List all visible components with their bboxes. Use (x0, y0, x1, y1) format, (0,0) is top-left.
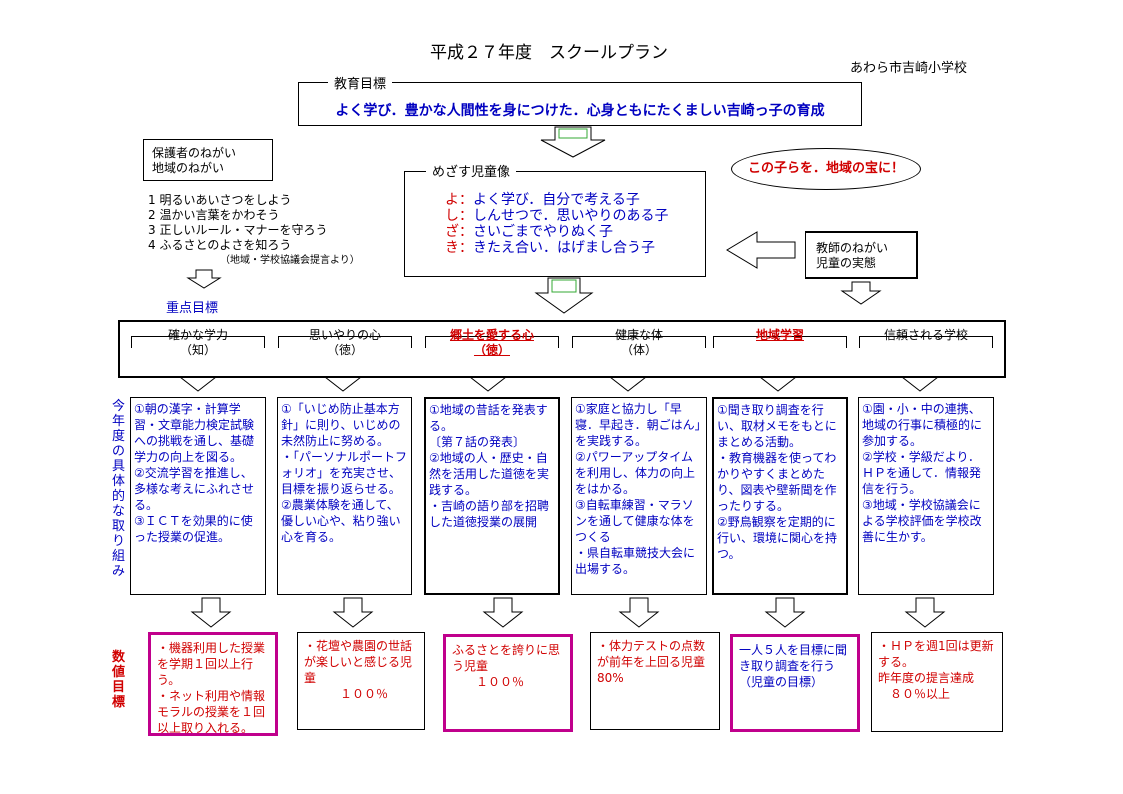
initiative-academic: ①朝の漢字・計算学習・文章能力検定試験への挑戦を通し、基礎学力の向上を図る。 ②… (130, 397, 266, 595)
initiative-local-study: ①聞き取り調査を行い、取材メモをもとにまとめる活動。 ・教育機器を使ってわかりや… (712, 397, 848, 595)
education-goal-label: 教育目標 (328, 73, 393, 92)
category-local-study: 地域学習 (755, 328, 804, 342)
slogan-oval: この子らを．地域の宝に！ (731, 148, 921, 190)
initiative-trusted-school: ①園・小・中の連携、地域の行事に積極的に参加する。 ②学校・学級だより．ＨＰを通… (858, 397, 994, 595)
numeric-target-trusted-school: ・ＨＰを週1回は更新する。 昨年度の提言達成 ８０％以上 (871, 632, 1003, 732)
ideal-child-list: よ：よく学び．自分で考える子 し：しんせつで．思いやりのある子 ざ：さいごまでや… (445, 192, 668, 256)
side-label-numeric: 数値目標 (111, 650, 125, 710)
list-item: 4 ふるさとのよさを知ろう (148, 238, 292, 252)
category-bracket (278, 336, 412, 348)
list-item: ざ：さいごまでやりぬく子 (445, 224, 613, 240)
numeric-target-compassion: ・花壇や農園の世話が楽しいと感じる児童 １００％ (297, 632, 425, 730)
teacher-wishes-box: 教師のねがい 児童の実態 (805, 231, 918, 279)
priority-goals-box (118, 320, 1006, 378)
list-item: し：しんせつで．思いやりのある子 (445, 208, 669, 224)
category-bracket (131, 336, 265, 348)
list-item: 3 正しいルール・マナーを守ろう (148, 223, 328, 237)
category-bracket (572, 336, 706, 348)
guardian-wishes-box: 保護者のねがい 地域のねがい (143, 139, 273, 181)
ideal-child-label: めざす児童像 (426, 161, 517, 180)
list-item: 1 明るいあいさつをしよう (148, 193, 292, 207)
initiative-hometown: ①地域の昔話を発表する。 〔第７話の発表〕 ②地域の人・歴史・自然を活用した道徳… (424, 397, 560, 595)
list-item: き：きたえ合い．はげまし合う子 (445, 240, 655, 256)
numeric-target-academic: ・機器利用した授業を学期１回以上行う。 ・ネット利用や情報モラルの授業を１回以上… (148, 632, 278, 736)
priority-label: 重点目標 (166, 301, 219, 316)
school-name: あわら市吉崎小学校 (850, 61, 968, 76)
education-goal-box: よく学び．豊かな人間性を身につけた．心身ともにたくましい吉崎っ子の育成 (298, 82, 862, 126)
page-title: 平成２７年度 スクールプラン (430, 43, 668, 63)
guardian-wishes-title: 保護者のねがい 地域のねがい (152, 146, 237, 175)
category-hometown: 郷土を愛する心 （徳） (449, 328, 534, 357)
category-compassion: 思いやりの心 （徳） (308, 328, 381, 357)
category-trusted-school: 信頼される学校 (883, 328, 968, 342)
teacher-wishes-text: 教師のねがい 児童の実態 (816, 241, 889, 270)
side-label-concrete: 今年度の具体的な取り組み (111, 399, 125, 579)
category-bracket (425, 336, 559, 348)
guardian-note: （地域・学校協議会提言より） (220, 255, 360, 266)
numeric-target-health: ・体力テストの点数が前年を上回る児童80% (590, 632, 720, 730)
numeric-target-hometown: ふるさとを誇りに思う児童 １００％ (443, 634, 573, 732)
category-bracket (713, 336, 847, 348)
education-goal-text: よく学び．豊かな人間性を身につけた．心身ともにたくましい吉崎っ子の育成 (335, 103, 825, 119)
initiative-health: ①家庭と協力し「早寝．早起き．朝ごはん」を実践する。 ②パワーアップタイムを利用… (571, 397, 707, 595)
category-academic: 確かな学力 （知） (167, 328, 228, 357)
initiative-compassion: ①「いじめ防止基本方針」に則り、いじめの未然防止に努める。 ・「パーソナルポート… (277, 397, 412, 595)
list-item: よ：よく学び．自分で考える子 (445, 192, 640, 208)
numeric-target-local-study: 一人５人を目標に聞き取り調査を行う（児童の目標） (730, 634, 860, 732)
category-health: 健康な体 （体） (614, 328, 663, 357)
ideal-child-box: よ：よく学び．自分で考える子 し：しんせつで．思いやりのある子 ざ：さいごまでや… (404, 171, 706, 277)
list-item: 2 温かい言葉をかわそう (148, 208, 280, 222)
guardian-wishes-list: 1 明るいあいさつをしよう 2 温かい言葉をかわそう 3 正しいルール・マナーを… (148, 193, 360, 268)
category-bracket (859, 336, 993, 348)
